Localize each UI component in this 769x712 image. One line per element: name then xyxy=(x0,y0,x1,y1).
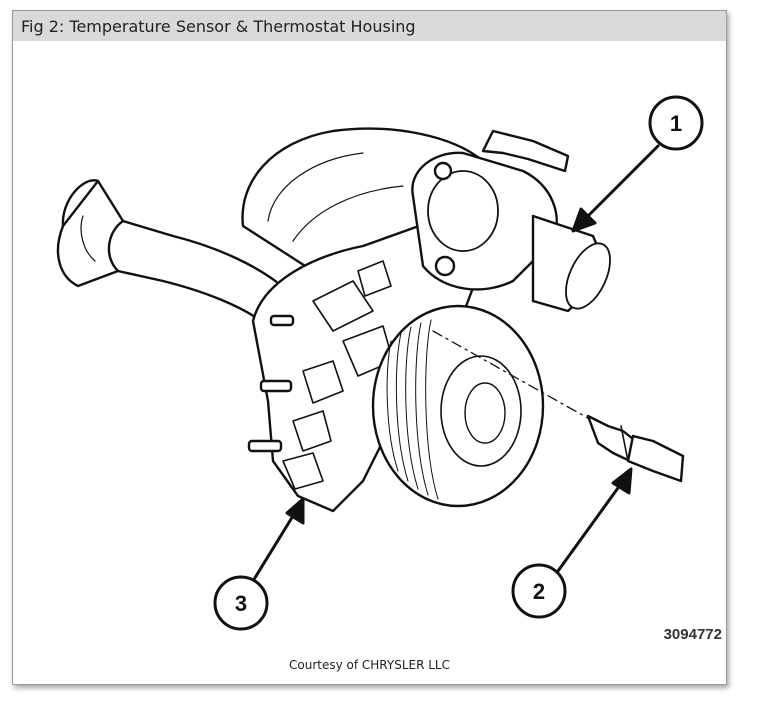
figure-header: Fig 2: Temperature Sensor & Thermostat H… xyxy=(13,11,726,41)
inlet-tube xyxy=(56,179,295,328)
diagram-illustration: 1 2 3 xyxy=(56,95,704,631)
pulley xyxy=(371,304,545,508)
part-number: 3094772 xyxy=(663,626,722,643)
figure-title: Fig 2: Temperature Sensor & Thermostat H… xyxy=(21,17,416,36)
install-centerline xyxy=(432,330,594,422)
pump-body xyxy=(251,219,485,513)
callout-number-1: 1 xyxy=(670,111,682,136)
callout-1: 1 xyxy=(648,95,704,151)
leader-arrows xyxy=(251,144,660,583)
courtesy-credit: Courtesy of CHRYSLER LLC xyxy=(289,658,450,672)
arrowhead-1 xyxy=(571,207,597,233)
callout-number-2: 2 xyxy=(533,579,545,604)
callout-number-3: 3 xyxy=(235,591,247,616)
leader-arrow-1 xyxy=(581,144,660,223)
arrowhead-2 xyxy=(611,467,633,495)
temperature-sensor xyxy=(586,414,685,483)
leader-arrow-2 xyxy=(556,479,625,573)
figure-frame: Fig 2: Temperature Sensor & Thermostat H… xyxy=(12,10,727,685)
callout-3: 3 xyxy=(213,575,269,631)
thermostat-housing xyxy=(411,129,611,313)
mounting-studs xyxy=(247,314,295,453)
arrowhead-3 xyxy=(285,497,305,525)
leader-arrow-3 xyxy=(251,509,298,583)
callout-2: 2 xyxy=(511,563,567,619)
